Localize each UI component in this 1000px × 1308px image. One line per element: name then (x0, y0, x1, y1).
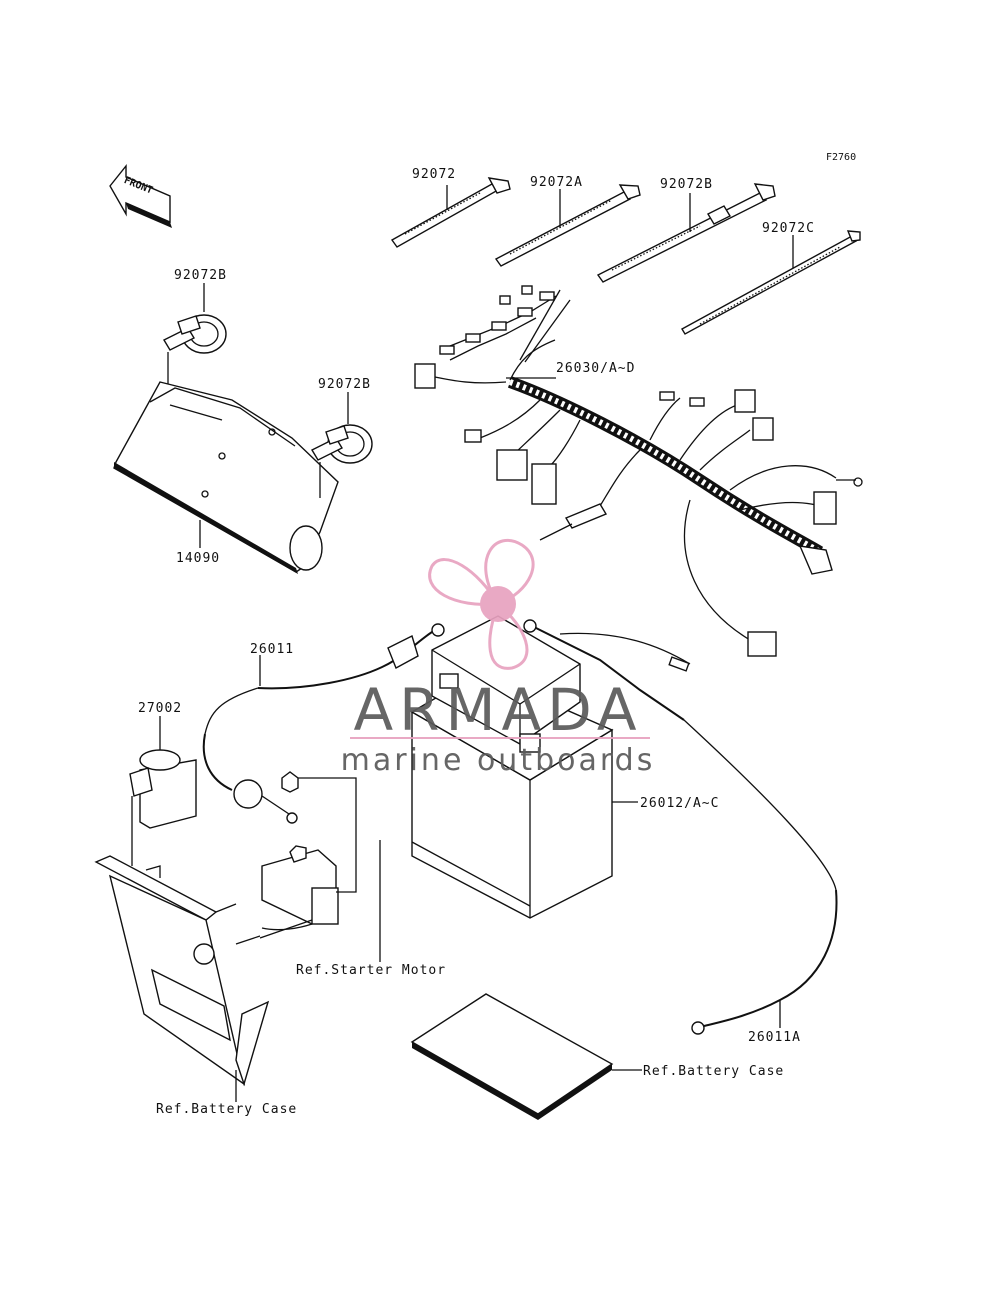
label-26012: 26012/A~C (640, 796, 719, 811)
tie-strap-92072: 92072 (390, 167, 511, 248)
label-ref-battery-case-left: Ref.Battery Case (156, 1102, 297, 1117)
label-92072b-left: 92072B (174, 268, 227, 283)
label-92072b-right: 92072B (318, 377, 371, 392)
label-27002: 27002 (138, 701, 182, 716)
label-26011: 26011 (250, 642, 294, 657)
label-ref-starter-motor: Ref.Starter Motor (296, 963, 446, 978)
watermark-brand: ARMADA (353, 676, 642, 744)
label-92072b-top: 92072B (660, 177, 713, 192)
label-26011a: 26011A (748, 1030, 801, 1045)
wiring-harness-26030: 26030/A~D (414, 285, 863, 657)
label-92072: 92072 (412, 167, 456, 182)
battery-pad: Ref.Battery Case (410, 993, 784, 1120)
connector-pins-bundle (439, 285, 557, 361)
cable-26011: 26011 (202, 623, 445, 824)
label-ref-battery-case-right: Ref.Battery Case (643, 1064, 784, 1079)
tie-strap-92072c: 92072C (681, 221, 861, 335)
label-14090: 14090 (176, 551, 220, 566)
figure-code: F2760 (826, 152, 856, 163)
label-26030: 26030/A~D (556, 361, 635, 376)
cover-14090: 14090 (113, 381, 339, 574)
watermark-tagline: marine outboards (341, 743, 656, 778)
front-arrow-icon: FRONT (109, 164, 172, 228)
starter-relay: Ref.Starter Motor (261, 771, 446, 978)
tie-strap-92072a: 92072A (494, 175, 641, 267)
label-92072c: 92072C (762, 221, 815, 236)
tie-strap-92072b-top: 92072B (596, 177, 776, 283)
clamp-92072b-left: 92072B (163, 268, 227, 384)
watermark: ARMADA marine outboards (341, 538, 656, 778)
battery-26012: 26012/A~C (410, 615, 719, 919)
clamp-92072b-right: 92072B (311, 377, 373, 498)
propeller-logo-icon (428, 538, 535, 670)
cable-26011a: 26011A (523, 619, 838, 1045)
relay-27002: 27002 (129, 701, 197, 866)
battery-case-bracket: Ref.Battery Case (94, 855, 313, 1117)
label-92072a: 92072A (530, 175, 583, 190)
